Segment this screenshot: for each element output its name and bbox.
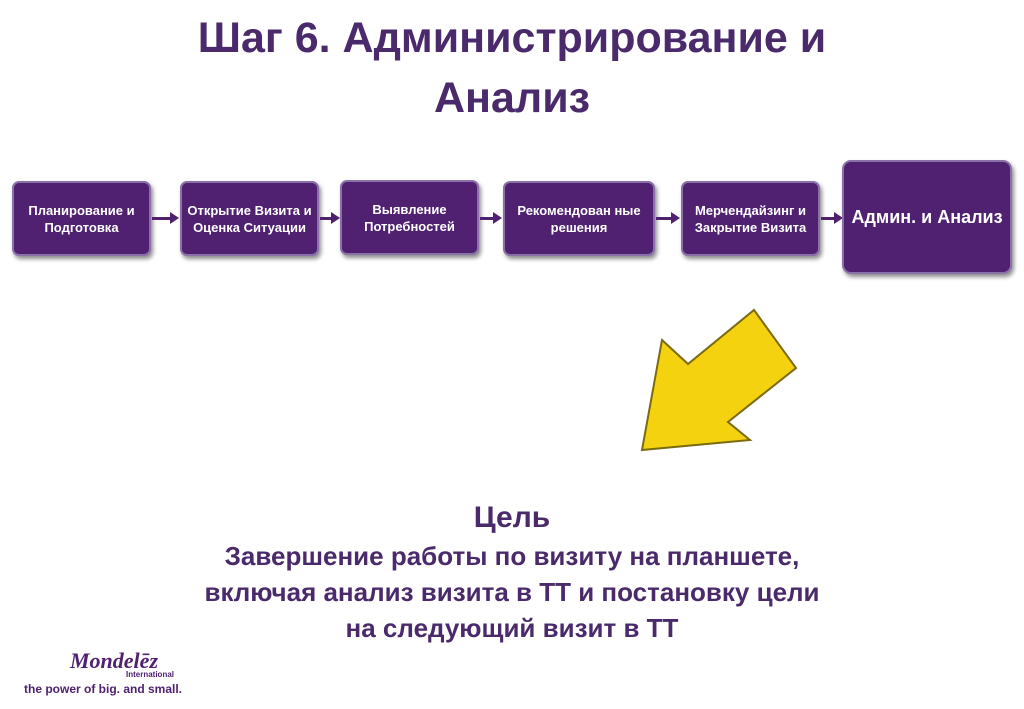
logo-subtitle: International <box>126 670 175 679</box>
step-label: Открытие Визита и Оценка Ситуации <box>187 202 312 235</box>
logo-name: Mondelēz <box>70 648 158 673</box>
step-merchandising: Мерчендайзинг и Закрытие Визита <box>681 181 820 256</box>
goal-text: Завершение работы по визиту на планшете,… <box>204 541 820 643</box>
step-label: Админ. и Анализ <box>851 206 1003 227</box>
connector-arrow-4 <box>656 212 680 224</box>
step-admin-analysis-active: Админ. и Анализ <box>842 160 1012 274</box>
step-label: Выявление Потребностей <box>364 201 455 234</box>
step-needs: Выявление Потребностей <box>340 180 479 255</box>
connector-arrow-2 <box>320 212 340 224</box>
logo-tagline: the power of big. and small. <box>24 682 183 696</box>
step-label: Мерчендайзинг и Закрытие Визита <box>694 202 807 235</box>
step-opening-visit: Открытие Визита и Оценка Ситуации <box>180 181 319 256</box>
page-title-line-2: Анализ <box>433 74 591 122</box>
page-title-line-1: Шаг 6. Администрирование и <box>197 14 827 62</box>
step-label: Рекомендован ные решения <box>517 202 641 235</box>
step-label: Планирование и Подготовка <box>28 202 135 235</box>
big-yellow-arrow-icon <box>640 308 798 452</box>
connector-arrow-1 <box>152 212 179 224</box>
page-title: Шаг 6. Администрирование и Анализ <box>0 8 1024 128</box>
connector-arrow-5 <box>821 212 843 224</box>
step-planning: Планирование и Подготовка <box>12 181 151 256</box>
process-flow: Планирование и Подготовка Открытие Визит… <box>0 0 1024 300</box>
goal-heading: Цель <box>473 501 551 534</box>
mondelez-logo: Mondelēz International the power of big.… <box>22 648 212 700</box>
step-recommended-solutions: Рекомендован ные решения <box>503 181 655 256</box>
connector-arrow-3 <box>480 212 502 224</box>
goal-section: Цель Завершение работы по визиту на план… <box>100 498 924 646</box>
